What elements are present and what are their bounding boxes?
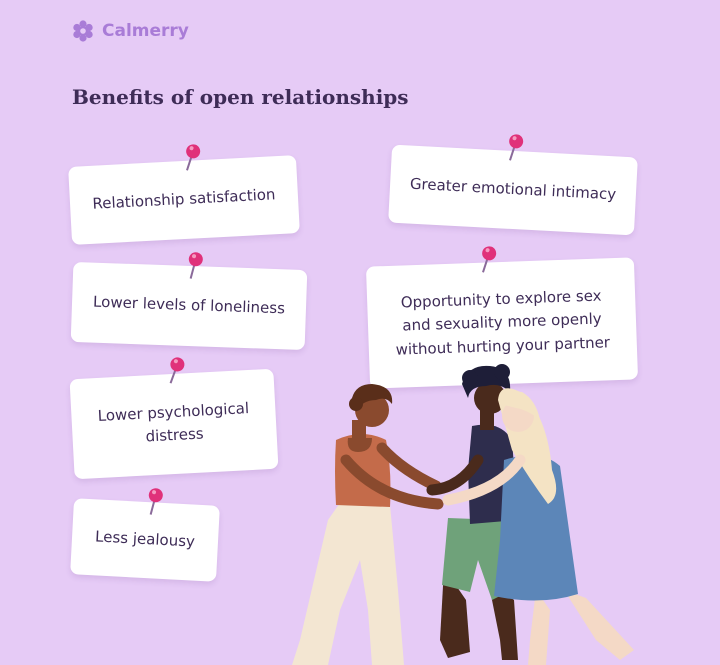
push-pin-icon [472, 242, 502, 277]
brand-logo: Calmerry [72, 20, 189, 42]
push-pin-icon [179, 249, 208, 284]
benefit-label: Relationship satisfaction [92, 185, 276, 214]
push-pin-icon [139, 485, 168, 520]
benefit-card: Opportunity to explore sex and sexuality… [365, 257, 639, 389]
push-pin-icon [176, 140, 206, 175]
benefit-label: Less jealousy [94, 527, 196, 551]
flower-logo-icon [73, 20, 93, 42]
push-pin-icon [499, 130, 529, 165]
benefit-label: Lower psychological distress [97, 398, 250, 446]
push-pin-icon [160, 353, 191, 389]
person-left-figure [292, 384, 444, 665]
brand-name: Calmerry [102, 21, 189, 41]
person-right-figure [442, 388, 634, 665]
benefit-label: Greater emotional intimacy [409, 174, 617, 204]
benefit-label: Lower levels of loneliness [92, 293, 286, 318]
page-title: Benefits of open relationships [72, 85, 409, 109]
benefit-label: Opportunity to explore sex and sexuality… [395, 286, 611, 359]
person-middle-figure [426, 364, 518, 660]
